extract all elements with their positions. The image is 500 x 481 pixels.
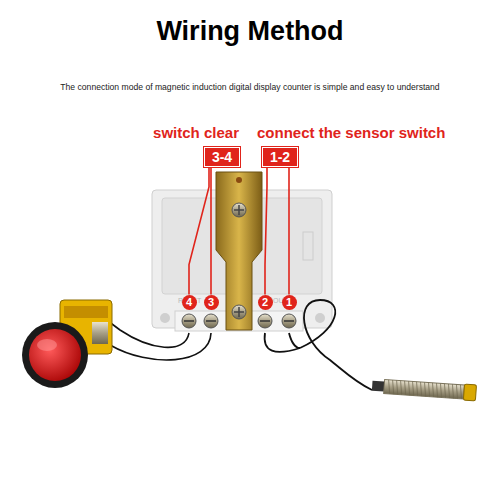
push-button	[22, 300, 112, 388]
thread-line	[455, 385, 458, 399]
thread-line	[400, 381, 403, 395]
button-wires	[100, 318, 211, 360]
thread-line	[459, 385, 462, 399]
caption: The connection mode of magnetic inductio…	[8, 82, 492, 92]
thread-line	[388, 380, 391, 394]
screw-slot	[284, 320, 294, 322]
terminal-group-box: 3-4	[204, 147, 240, 167]
thread-line	[436, 383, 439, 397]
thread-line	[440, 383, 443, 397]
screw-slot	[206, 320, 216, 322]
leader-connector	[189, 167, 209, 295]
thread-line	[424, 382, 427, 396]
group-number: 3-4	[212, 149, 232, 165]
thread-line	[392, 380, 395, 394]
sensor-cable	[265, 300, 372, 390]
thread-line	[412, 381, 415, 395]
leader-connector	[210, 167, 212, 295]
pin-number: 3	[208, 296, 214, 308]
terminal-screw	[204, 314, 218, 328]
screw-slot	[184, 320, 194, 322]
thread-line	[428, 383, 431, 397]
callout-heading: connect the sensor switch	[257, 124, 445, 141]
leader-connector	[265, 167, 267, 295]
proximity-sensor	[372, 378, 477, 401]
terminal-screw	[182, 314, 196, 328]
thread-line	[444, 384, 447, 398]
thread-line	[452, 384, 455, 398]
terminal-screw	[258, 314, 272, 328]
thread-line	[416, 382, 419, 396]
terminal-group-box: 1-2	[262, 147, 298, 167]
thread-line	[404, 381, 407, 395]
callout-heading: switch clear	[153, 124, 239, 141]
group-number: 1-2	[270, 149, 290, 165]
leader-connector	[288, 167, 290, 295]
thread-line	[420, 382, 423, 396]
title: Wiring Method	[0, 16, 500, 47]
thread-line	[408, 381, 411, 395]
screw-slot	[260, 320, 270, 322]
thread-line	[432, 383, 435, 397]
terminal-number: 2	[258, 295, 273, 310]
terminal-number: 3	[204, 295, 219, 310]
pin-number: 2	[262, 296, 268, 308]
terminal-number: 4	[182, 295, 197, 310]
pin-number: 1	[286, 296, 292, 308]
mounting-bracket	[216, 172, 262, 330]
thread-line	[448, 384, 451, 398]
thread-line	[396, 380, 399, 394]
pin-number: 4	[186, 296, 192, 308]
terminal-screw	[282, 314, 296, 328]
terminal-number: 1	[282, 295, 297, 310]
